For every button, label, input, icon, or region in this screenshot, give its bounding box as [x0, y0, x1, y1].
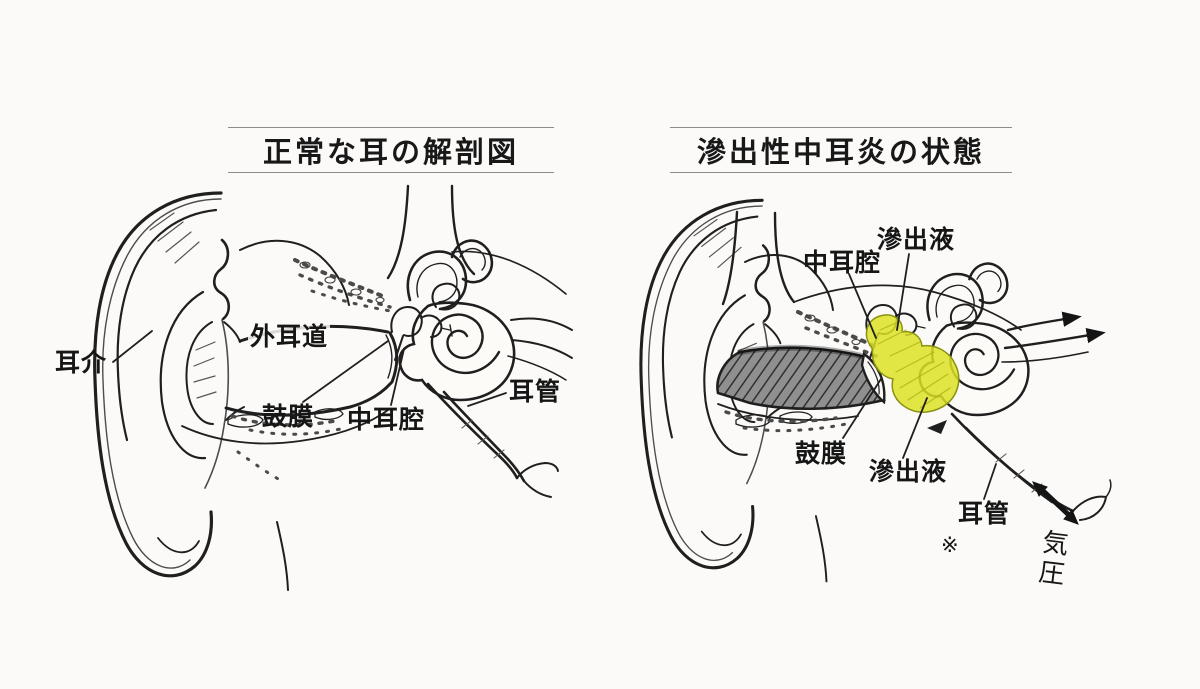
retracted-ear-canal	[716, 346, 886, 411]
left-panel-title: 正常な耳の解剖図	[228, 127, 554, 173]
label-middle-ear-cavity-right: 中耳腔	[803, 248, 882, 277]
label-eardrum-right: 鼓膜	[795, 439, 848, 468]
left-leader-lines	[112, 330, 507, 407]
ossicles-left	[390, 305, 453, 361]
label-eustachian-tube-left: 耳管	[509, 377, 562, 406]
left-ear-illustration	[93, 184, 573, 592]
label-eustachian-tube-right: 耳管	[958, 499, 1011, 528]
outflow-arrows	[1001, 311, 1106, 363]
label-effusion-top: 滲出液	[877, 225, 956, 254]
right-leader-lines	[842, 253, 997, 500]
label-air-pressure: 気圧	[1032, 527, 1070, 591]
eustachian-tube-left	[426, 382, 559, 498]
pressure-arrow	[1032, 481, 1079, 525]
label-middle-ear-cavity-left: 中耳腔	[347, 405, 426, 434]
label-auricle: 耳介	[55, 348, 108, 377]
effusion-highlight	[865, 314, 960, 413]
label-eardrum-left: 鼓膜	[262, 402, 315, 431]
right-panel-title: 滲出性中耳炎の状態	[670, 127, 1012, 173]
label-effusion-bottom: 滲出液	[869, 457, 948, 486]
note-mark: ※	[941, 533, 960, 557]
label-ear-canal: 外耳道	[248, 322, 331, 351]
right-ear-illustration	[639, 198, 1112, 583]
